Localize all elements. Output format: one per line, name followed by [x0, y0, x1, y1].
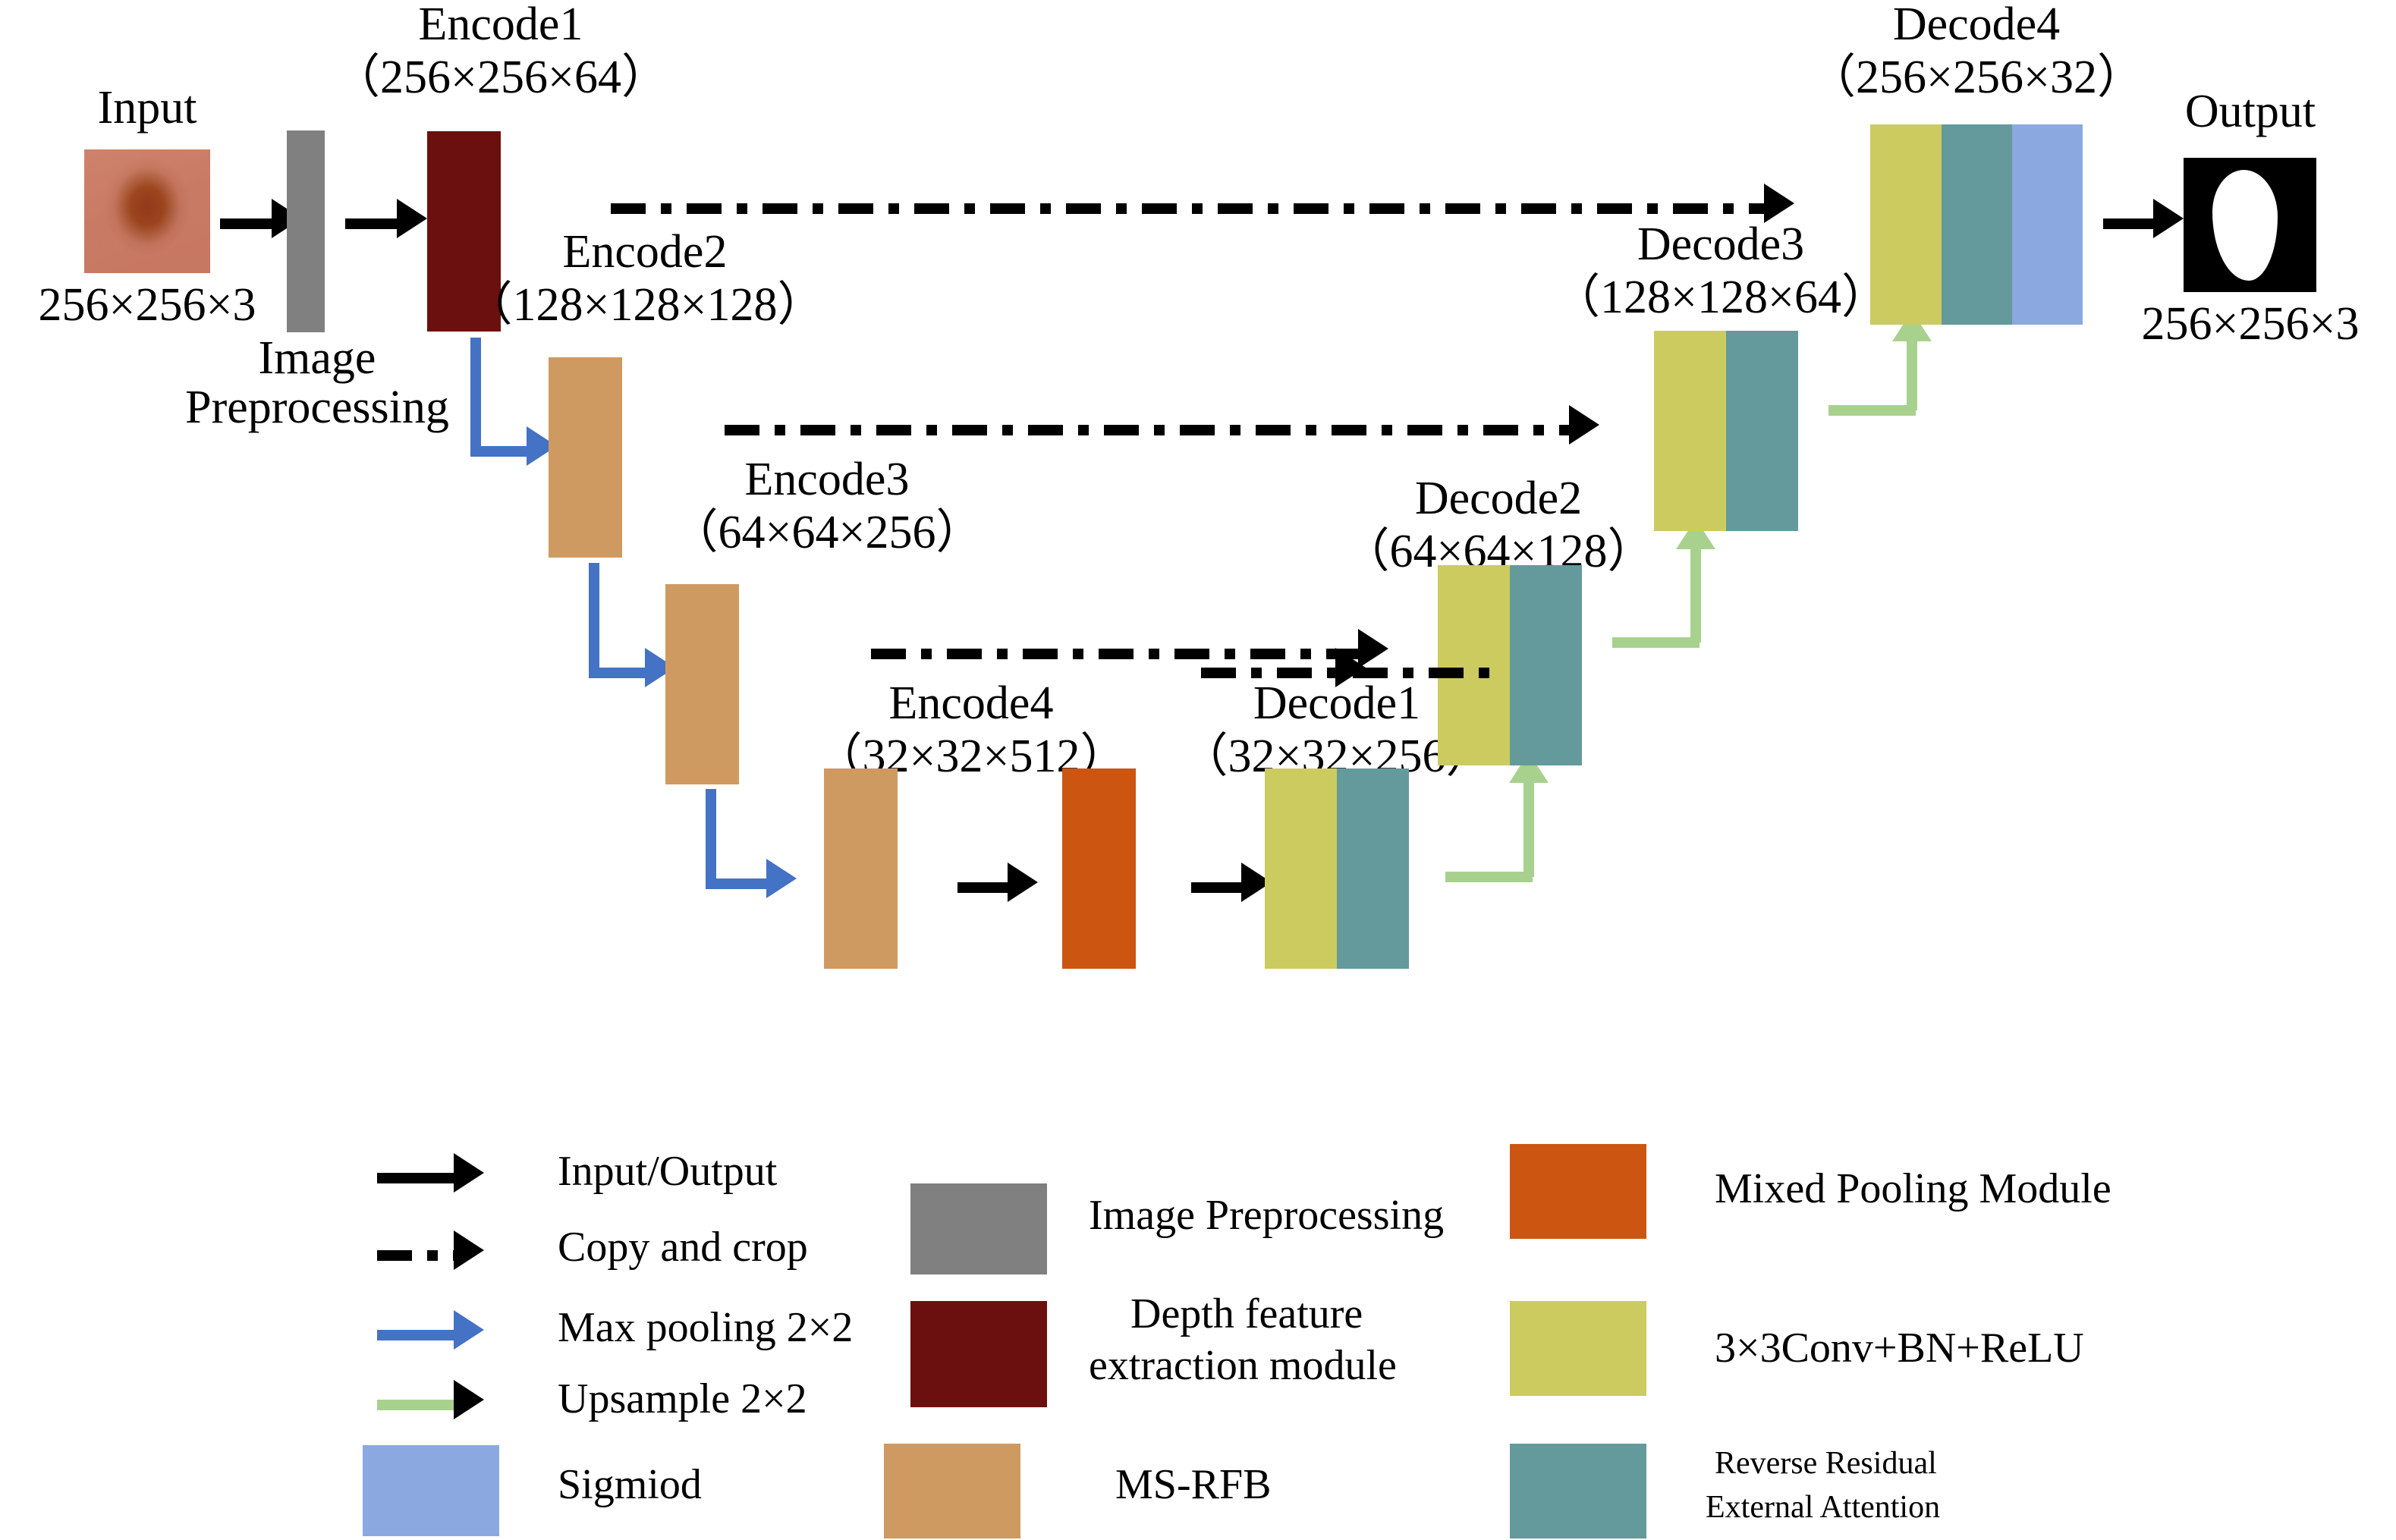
encode1-shape: （256×256×64） — [333, 52, 668, 103]
legend-conv-bn-relu-label: 3×3Conv+BN+ReLU — [1715, 1325, 2084, 1372]
encode3-title: Encode3 — [744, 454, 910, 505]
legend-image-preprocessing-swatch — [910, 1183, 1047, 1274]
image-preprocessing-block — [287, 130, 325, 332]
encode2-title: Encode2 — [562, 226, 728, 278]
legend-sigmoid-label: Sigmiod — [558, 1461, 702, 1508]
decode3-conv-segment — [1654, 331, 1726, 531]
legend-depth-feature-label-line2: extraction module — [1089, 1342, 1397, 1389]
legend-input-output-label: Input/Output — [558, 1148, 778, 1195]
encode4-block — [824, 768, 898, 969]
mixed-pooling-module-block — [1062, 768, 1136, 969]
legend-sigmoid-swatch — [363, 1445, 499, 1536]
encode3-shape: （64×64×256） — [671, 507, 983, 558]
decode4-attention-segment — [1942, 124, 2012, 325]
decode3-attention-segment — [1726, 331, 1798, 531]
decode3-block — [1654, 331, 1798, 531]
decode3-shape: （128×128×64） — [1553, 272, 1888, 323]
decode2-title: Decode2 — [1414, 473, 1583, 524]
encode3-block — [665, 584, 739, 784]
legend-max-pooling-label: Max pooling 2×2 — [558, 1304, 854, 1351]
encode1-title: Encode1 — [418, 0, 583, 50]
input-shape: 256×256×3 — [38, 279, 256, 331]
decode1-attention-segment — [1337, 768, 1409, 969]
decode1-conv-segment — [1265, 768, 1337, 969]
decode4-sigmoid-segment — [2012, 124, 2083, 325]
encode2-block — [549, 357, 622, 558]
encode4-title: Encode4 — [888, 677, 1054, 729]
decode4-title: Decode4 — [1892, 0, 2061, 50]
preprocessing-label-line2: Preprocessing — [185, 382, 449, 433]
encode2-shape: （128×128×128） — [465, 279, 825, 331]
input-title: Input — [97, 82, 197, 134]
decode2-conv-segment — [1438, 565, 1510, 765]
legend-upsample-label: Upsample 2×2 — [558, 1375, 807, 1422]
legend-mixed-pooling-label: Mixed Pooling Module — [1715, 1165, 2111, 1212]
legend-mixed-pooling-swatch — [1510, 1144, 1646, 1239]
output-shape: 256×256×3 — [2141, 298, 2360, 350]
decode4-conv-segment — [1870, 124, 1942, 325]
decode4-shape: （256×256×32） — [1809, 52, 2144, 103]
legend-reverse-residual-swatch — [1510, 1444, 1646, 1538]
output-title: Output — [2184, 86, 2316, 137]
encode1-block — [427, 131, 501, 332]
decode1-block — [1265, 768, 1409, 969]
legend-copy-and-crop-label: Copy and crop — [558, 1224, 808, 1271]
legend-image-preprocessing-label: Image Preprocessing — [1089, 1192, 1445, 1239]
legend-depth-feature-swatch — [910, 1301, 1047, 1407]
legend-depth-feature-label-line1: Depth feature — [1130, 1290, 1363, 1337]
preprocessing-label-line1: Image — [258, 332, 376, 384]
decode4-block — [1870, 124, 2083, 325]
dermoscopy-photo-icon — [84, 149, 210, 273]
legend-ms-rfb-swatch — [884, 1444, 1020, 1538]
decode2-attention-segment — [1510, 565, 1582, 765]
decode3-title: Decode3 — [1637, 218, 1805, 270]
legend-reverse-residual-label-line1: Reverse Residual — [1715, 1446, 1937, 1481]
binary-mask-image-icon — [2184, 158, 2316, 292]
legend-ms-rfb-label: MS-RFB — [1115, 1461, 1272, 1508]
decode2-block — [1438, 565, 1582, 765]
legend-conv-bn-relu-swatch — [1510, 1301, 1646, 1396]
legend-reverse-residual-label-line2: External Attention — [1706, 1490, 1941, 1525]
